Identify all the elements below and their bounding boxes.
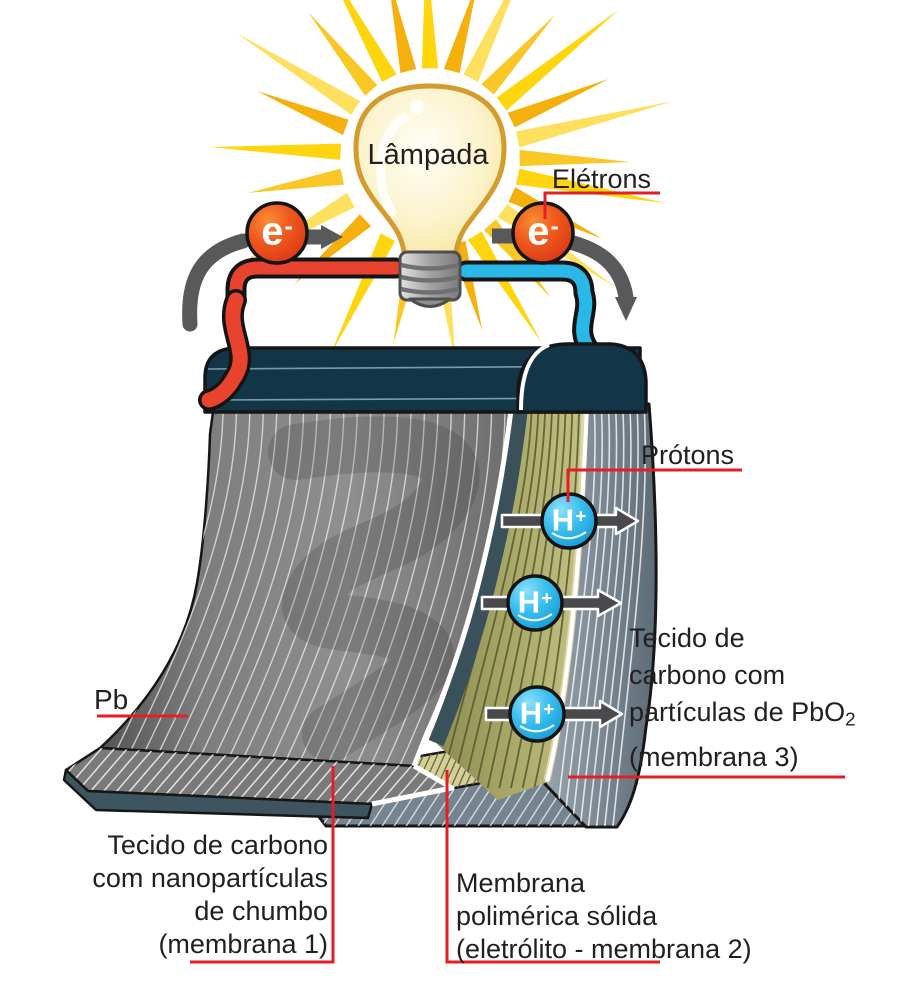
light-ray (515, 101, 674, 148)
electron-symbol: e- (261, 209, 293, 254)
membrane-3-label-line: partículas de PbO2 (629, 697, 856, 731)
light-ray (421, 0, 439, 69)
light-ray (257, 91, 349, 136)
membrane-3-label: Tecido de carbono com partículas de PbO2… (629, 620, 856, 776)
protons-label: Prótons (641, 440, 735, 470)
membrane-1-side-edge (428, 407, 528, 747)
membrane-1-base-rim (371, 763, 455, 807)
light-ray (343, 0, 397, 82)
electron-circle (245, 201, 309, 265)
light-ray (507, 79, 609, 128)
electrode-cap (203, 342, 648, 414)
light-bulb (353, 83, 507, 261)
proton-circle-highlight (551, 531, 587, 540)
proton-circles (506, 492, 598, 743)
light-ray (515, 168, 666, 204)
light-ray (330, 233, 396, 355)
membrane-2-label: Membrana polimérica sólida (eletrólito -… (456, 867, 752, 966)
proton-symbol: H+ (517, 584, 553, 620)
membrane-2-label-line: polimérica sólida (456, 901, 658, 931)
membrane-1-label-line: com nanopartículas (92, 863, 328, 893)
electrons-label: Elétrons (552, 164, 652, 194)
membrane-3-label-line: (membrana 3) (629, 741, 799, 772)
proton-circle-highlight (517, 613, 553, 622)
pointer-lines (97, 191, 845, 964)
pbo2-subscript: 2 (845, 709, 856, 731)
membrane-1-label-line: (membrana 1) (158, 929, 328, 959)
light-ray (236, 33, 361, 115)
bulb-glint (410, 100, 424, 114)
pointer-protons (566, 468, 742, 502)
pointer-membrane-2 (445, 770, 660, 964)
proton-circle-highlight (519, 724, 555, 733)
membrane-3-label-line: Tecido de (629, 623, 745, 653)
light-ray (248, 168, 345, 193)
light-ray (481, 14, 556, 95)
membrane-2-3-rim (545, 405, 589, 783)
electron-symbol: e- (527, 209, 559, 254)
light-ray (391, 0, 417, 74)
membrane-1-edge-rim (411, 409, 514, 767)
light-ray (467, 231, 542, 343)
light-ray (308, 12, 378, 96)
membrane-1-base-front (62, 768, 374, 820)
bulb-highlight (375, 113, 409, 217)
light-ray (496, 9, 619, 111)
pb-label: Pb (94, 684, 129, 715)
light-ray (519, 149, 630, 167)
wire-negative-terminal (198, 289, 252, 411)
light-ray (210, 143, 342, 160)
proton-symbol: H+ (519, 695, 555, 731)
membrane-1-fold-shadow (268, 416, 480, 762)
electron-circle (511, 201, 575, 265)
pointer-membrane-1 (190, 766, 335, 964)
proton-symbol: H+ (551, 502, 587, 538)
light-ray (463, 0, 511, 82)
membrane-3-label-line: carbono com (629, 660, 786, 690)
wire-positive (455, 260, 600, 360)
electrode-cap-right (516, 342, 648, 414)
membrane-1-label: Tecido de carbono com nanopartículas de … (56, 829, 328, 961)
lamp-label: Lâmpada (367, 139, 489, 171)
membrane-1-label-line: Tecido de carbono (107, 830, 328, 860)
bulb-base (398, 250, 462, 308)
light-ray (443, 0, 475, 74)
pointer-electrons (543, 191, 660, 219)
wire-negative (225, 257, 407, 311)
electrode-cap-right-rim (519, 343, 550, 411)
membrane-2-label-line: Membrana (456, 868, 586, 898)
electron-circles (245, 201, 575, 265)
membrane-2-label-line: (eletrólito - membrana 2) (456, 934, 752, 964)
membrane-1-label-line: de chumbo (194, 896, 328, 926)
